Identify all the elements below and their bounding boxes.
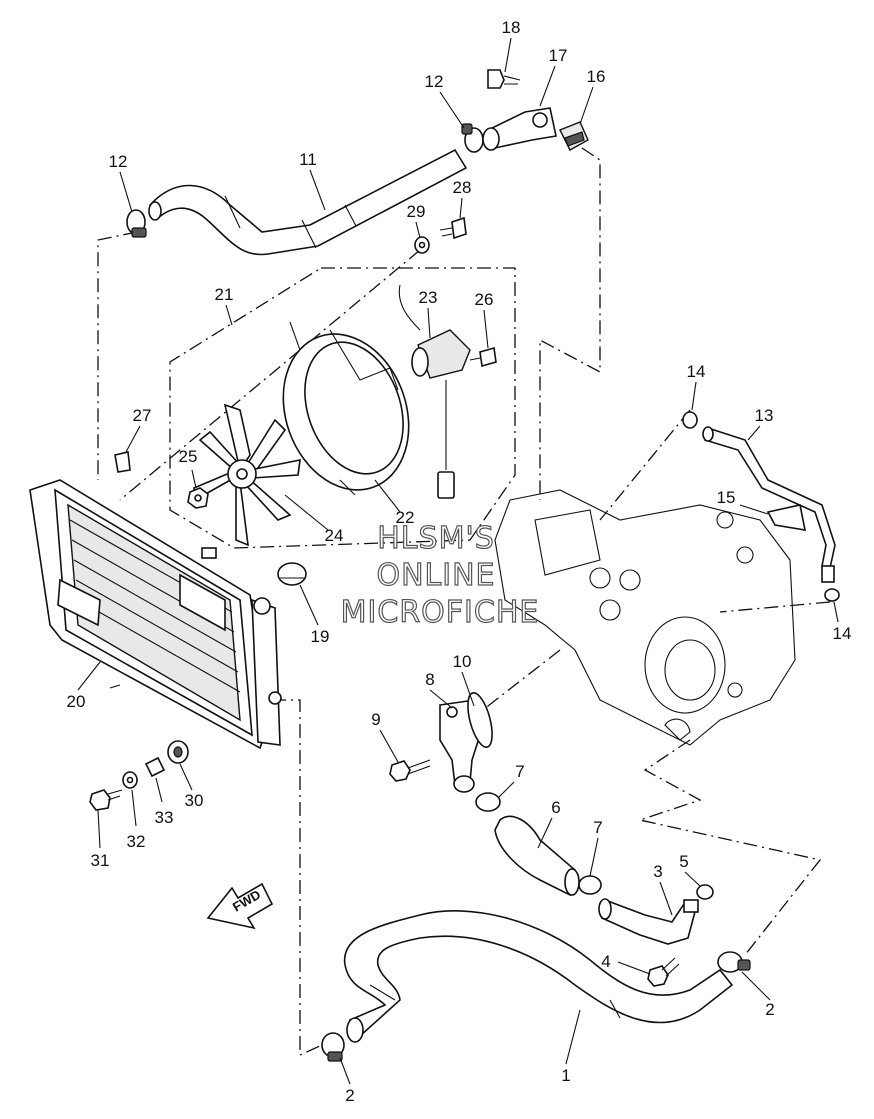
engine-block xyxy=(494,489,796,746)
hose-clamp-2-right xyxy=(717,951,751,973)
hose-6 xyxy=(494,815,580,897)
o-ring-5 xyxy=(696,884,714,900)
upper-radiator-hose xyxy=(148,148,468,256)
callout-15: 15 xyxy=(717,488,736,507)
pipe-3 xyxy=(598,898,699,945)
callout-27: 27 xyxy=(133,406,152,425)
bolt-9 xyxy=(389,759,431,782)
watermark-line-3: MICROFICHE xyxy=(341,595,540,630)
hose-clamp-2-left xyxy=(321,1032,345,1062)
callout-17: 17 xyxy=(549,46,568,65)
callout-29: 29 xyxy=(407,202,426,221)
hose-clamp-upper-right xyxy=(461,123,484,153)
callout-9: 9 xyxy=(371,710,380,729)
callout-22: 22 xyxy=(396,508,415,527)
callout-4: 4 xyxy=(601,952,610,971)
forward-direction-indicator: FWD xyxy=(206,882,274,930)
o-ring-10 xyxy=(467,692,493,748)
callout-7-upper: 7 xyxy=(515,762,524,781)
callout-2-right: 2 xyxy=(765,1000,774,1019)
hose-clamp-7-upper xyxy=(475,792,501,812)
collar-33 xyxy=(144,756,166,778)
callout-30: 30 xyxy=(185,791,204,810)
washer-32 xyxy=(122,771,138,789)
hose-clamp-14-lower xyxy=(824,588,840,602)
part-callouts: 18 17 16 12 12 11 28 29 21 23 26 27 25 2… xyxy=(67,18,852,1105)
clip-27 xyxy=(114,451,131,473)
leader-lines xyxy=(77,37,839,1085)
callout-16: 16 xyxy=(587,67,606,86)
bolt-18 xyxy=(487,69,521,89)
callout-32: 32 xyxy=(127,832,146,851)
callout-13: 13 xyxy=(755,406,774,425)
callout-8: 8 xyxy=(425,670,434,689)
fan-shroud xyxy=(282,321,410,496)
callout-31: 31 xyxy=(91,851,110,870)
radiator xyxy=(29,479,282,750)
hose-clamp-upper-left xyxy=(126,209,147,238)
callout-2-left: 2 xyxy=(345,1086,354,1105)
thermostat-outlet-pipe xyxy=(482,107,557,151)
lower-radiator-hose xyxy=(343,910,734,1043)
hose-clamp-14-upper xyxy=(682,411,698,429)
callout-26: 26 xyxy=(475,290,494,309)
watermark: HLSM'S ONLINE MICROFICHE xyxy=(340,520,540,630)
callout-7-lower: 7 xyxy=(593,818,602,837)
callout-20: 20 xyxy=(67,692,86,711)
callout-6: 6 xyxy=(551,798,560,817)
callout-3: 3 xyxy=(653,862,662,881)
bolt-28 xyxy=(439,216,467,240)
callout-10: 10 xyxy=(453,652,472,671)
callout-33: 33 xyxy=(155,808,174,827)
radiator-cap xyxy=(277,562,307,586)
nut-25 xyxy=(187,487,209,509)
callout-14-lower: 14 xyxy=(833,624,852,643)
callout-12-left: 12 xyxy=(109,152,128,171)
callout-19: 19 xyxy=(311,627,330,646)
fan-blade xyxy=(193,403,301,547)
bolt-26 xyxy=(469,346,497,368)
callout-23: 23 xyxy=(419,288,438,307)
callout-1: 1 xyxy=(561,1066,570,1085)
callout-11: 11 xyxy=(299,150,317,169)
callout-18: 18 xyxy=(502,18,521,37)
hose-clamp-7-lower xyxy=(578,875,602,895)
grommet-30 xyxy=(167,740,189,764)
callout-5: 5 xyxy=(679,852,688,871)
holder-15 xyxy=(766,504,807,531)
bolt-4 xyxy=(647,957,680,987)
callout-24: 24 xyxy=(325,526,344,545)
watermark-line-2: ONLINE xyxy=(376,558,495,593)
callout-25: 25 xyxy=(179,447,198,466)
watermark-line-1: HLSM'S xyxy=(377,521,495,556)
bolt-31 xyxy=(89,789,123,811)
callout-21: 21 xyxy=(215,285,234,304)
thermo-switch xyxy=(559,121,589,151)
fan-motor xyxy=(398,284,471,499)
assembly-lines xyxy=(97,147,831,1057)
callout-14-upper: 14 xyxy=(687,362,706,381)
breather-hose xyxy=(702,426,836,583)
washer-29 xyxy=(414,236,430,254)
callout-28: 28 xyxy=(453,178,472,197)
callout-12-upper: 12 xyxy=(425,72,444,91)
